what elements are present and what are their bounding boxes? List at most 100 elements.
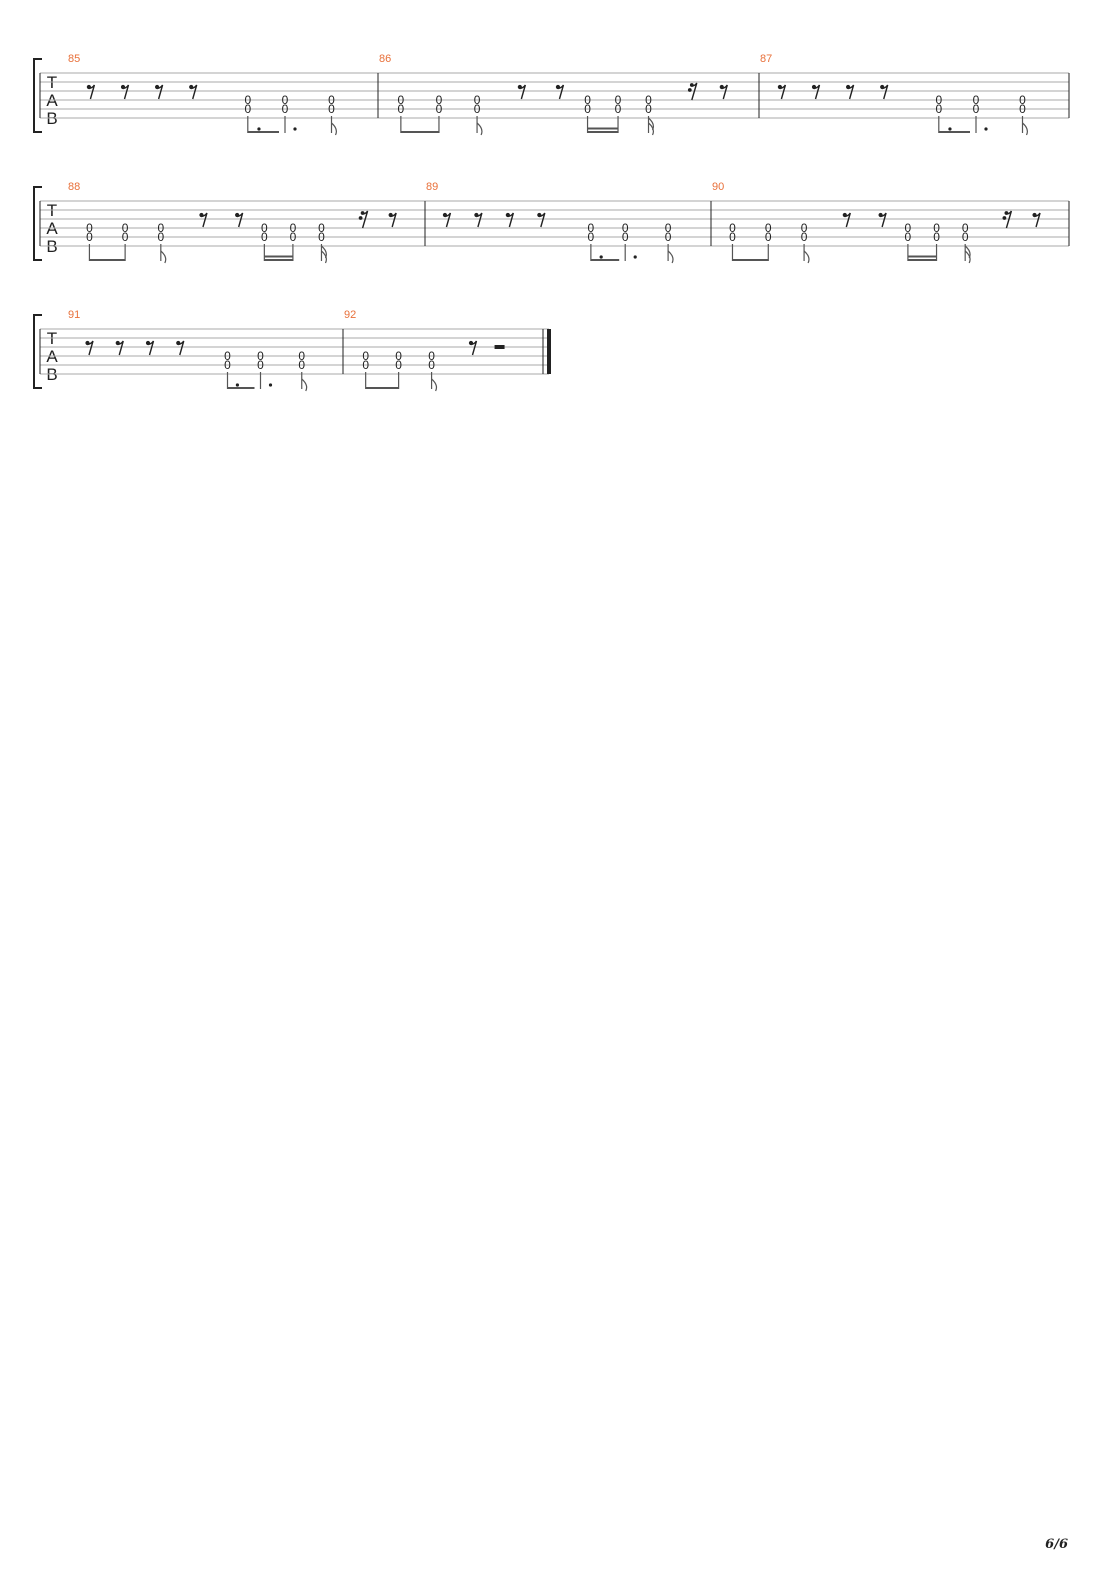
- note-flag: [803, 250, 810, 264]
- augmentation-dot: [599, 255, 603, 259]
- fret-number: 0: [935, 102, 942, 116]
- half-rest: [494, 345, 505, 349]
- eighth-rest-stroke: [476, 212, 483, 228]
- fret-number: 0: [765, 221, 772, 235]
- fret-number: 0: [474, 93, 481, 107]
- fret-number: 0: [935, 93, 942, 107]
- fret-number: 0: [933, 230, 940, 244]
- page-number: 6/6: [1045, 1537, 1068, 1552]
- fret-number: 0: [622, 221, 629, 235]
- fret-number: 0: [244, 102, 251, 116]
- augmentation-dot: [633, 255, 637, 259]
- eighth-rest-stroke: [847, 84, 855, 100]
- fret-number: 0: [395, 358, 402, 372]
- eighth-rest-stroke: [87, 340, 94, 356]
- eighth-rest-stroke: [444, 212, 452, 228]
- fret-number: 0: [328, 93, 335, 107]
- sixteenth-rest-dot: [1002, 216, 1007, 220]
- note-flag: [160, 250, 167, 264]
- measure-number: 85: [68, 53, 80, 65]
- fret-number: 0: [122, 230, 129, 244]
- augmentation-dot: [268, 383, 273, 387]
- fret-number: 0: [298, 349, 305, 363]
- eighth-rest-stroke: [117, 340, 124, 356]
- fret-number: 0: [428, 349, 435, 363]
- fret-number: 0: [428, 358, 435, 372]
- augmentation-dot: [293, 127, 297, 131]
- fret-number: 0: [318, 230, 325, 244]
- fret-number: 0: [261, 221, 268, 235]
- fret-number: 0: [398, 102, 405, 116]
- fret-number: 0: [973, 102, 980, 116]
- note-flag: [321, 245, 327, 259]
- measure-number: 86: [379, 53, 391, 65]
- eighth-rest-stroke: [721, 84, 728, 100]
- fret-number: 0: [933, 221, 940, 235]
- note-flag: [476, 122, 483, 136]
- fret-number: 0: [801, 221, 808, 235]
- fret-number: 0: [328, 102, 335, 116]
- measure-number: 88: [68, 181, 80, 193]
- note-flag: [301, 378, 308, 392]
- eighth-rest-stroke: [390, 212, 397, 228]
- fret-number: 0: [962, 221, 969, 235]
- fret-number: 0: [615, 93, 622, 107]
- system-bracket: [33, 314, 42, 389]
- fret-number: 0: [905, 221, 912, 235]
- fret-number: 0: [362, 349, 369, 363]
- eighth-rest-stroke: [470, 340, 478, 356]
- eighth-rest-stroke: [1034, 212, 1041, 228]
- note-flag: [964, 245, 971, 259]
- eighth-rest-stroke: [557, 84, 565, 100]
- fret-number: 0: [436, 102, 443, 116]
- fret-number: 0: [86, 230, 93, 244]
- fret-number: 0: [962, 230, 969, 244]
- augmentation-dot: [235, 383, 239, 387]
- measure-number: 92: [344, 309, 356, 321]
- fret-number: 0: [244, 93, 251, 107]
- fret-number: 0: [973, 93, 980, 107]
- eighth-rest-stroke: [156, 84, 164, 100]
- fret-number: 0: [905, 230, 912, 244]
- fret-number: 0: [1019, 93, 1026, 107]
- note-flag: [331, 122, 337, 136]
- fret-number: 0: [436, 93, 443, 107]
- fret-number: 0: [665, 230, 672, 244]
- fret-number: 0: [765, 230, 772, 244]
- eighth-rest-stroke: [147, 340, 155, 356]
- fret-number: 0: [157, 230, 164, 244]
- fret-number: 0: [665, 221, 672, 235]
- fret-number: 0: [622, 230, 629, 244]
- fret-number: 0: [588, 221, 595, 235]
- fret-number: 0: [398, 93, 405, 107]
- tab-system: T A B 88 89 90 0000000000000000000000000…: [33, 181, 1070, 264]
- fret-number: 0: [645, 102, 652, 116]
- fret-number: 0: [261, 230, 268, 244]
- fret-number: 0: [395, 349, 402, 363]
- fret-number: 0: [224, 349, 231, 363]
- fret-number: 0: [122, 221, 129, 235]
- fret-number: 0: [729, 221, 736, 235]
- eighth-rest-stroke: [237, 212, 244, 228]
- fret-number: 0: [615, 102, 622, 116]
- system-bracket: [33, 186, 42, 261]
- note-flag: [648, 117, 654, 131]
- fret-number: 0: [290, 230, 297, 244]
- augmentation-dot: [984, 127, 988, 131]
- measure-number: 91: [68, 309, 80, 321]
- note-flag: [1022, 122, 1028, 136]
- eighth-rest-stroke: [507, 212, 515, 228]
- eighth-rest-stroke: [178, 340, 185, 356]
- eighth-rest-stroke: [844, 212, 851, 228]
- measure-number: 90: [712, 181, 724, 193]
- eighth-rest-stroke: [122, 84, 130, 100]
- eighth-rest-stroke: [882, 84, 889, 100]
- fret-number: 0: [1019, 102, 1026, 116]
- sixteenth-rest-stroke: [1005, 210, 1013, 229]
- sixteenth-rest-stroke: [361, 210, 369, 229]
- fret-number: 0: [584, 93, 591, 107]
- fret-number: 0: [588, 230, 595, 244]
- fret-number: 0: [474, 102, 481, 116]
